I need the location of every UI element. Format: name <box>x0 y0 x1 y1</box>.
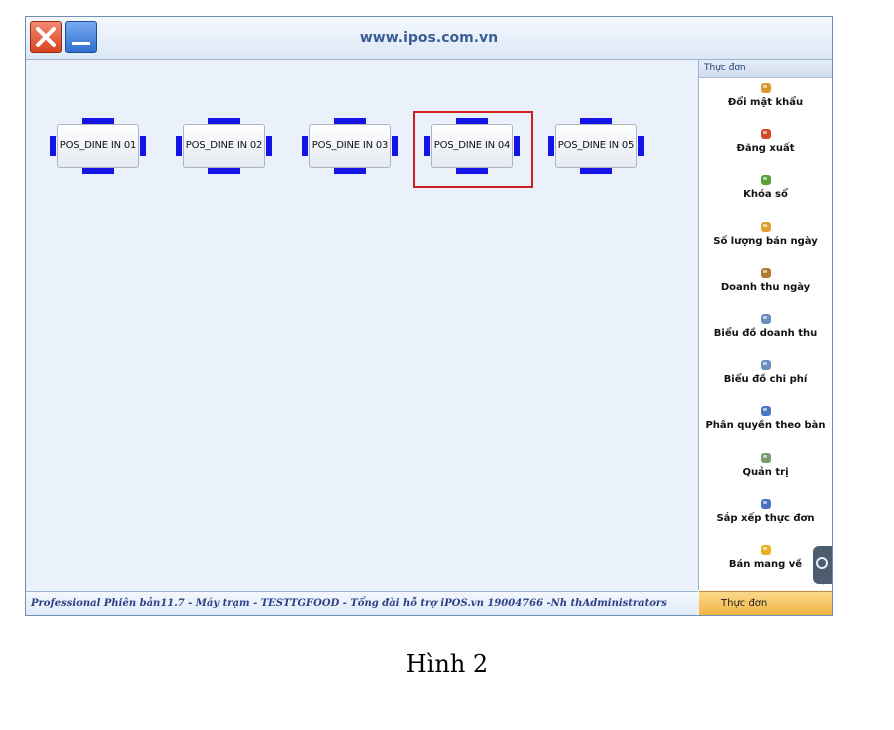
window-title: www.ipos.com.vn <box>359 30 499 46</box>
chair-top <box>456 118 488 124</box>
menu-item-label: Đổi mật khẩu <box>727 97 804 108</box>
table-permission-icon <box>760 406 771 417</box>
daily-revenue-icon <box>760 267 771 278</box>
chair-left <box>302 136 308 156</box>
chair-bottom <box>456 168 488 174</box>
menu-item[interactable]: Bán mang về <box>699 544 832 586</box>
cost-chart-icon <box>760 360 771 371</box>
chair-left <box>548 136 554 156</box>
menu-item[interactable]: Biểu đồ chi phí <box>699 359 832 401</box>
menu-item-label: Số lượng bán ngày <box>713 235 818 247</box>
menu-item-label: Sắp xếp thực đơn <box>716 512 815 524</box>
chair-right <box>140 136 146 156</box>
app-window: www.ipos.com.vn POS_DINE IN 01 POS_DINE … <box>25 16 833 616</box>
status-bar: Professional Phiên bản11.7 - Máy trạm - … <box>26 591 698 615</box>
chair-right <box>392 136 398 156</box>
daily-quantity-icon <box>760 221 771 232</box>
menu-item-label: Biểu đồ doanh thu <box>713 327 818 339</box>
menu-item-label: Đăng xuất <box>736 143 795 155</box>
menu-item-label: Biểu đồ chi phí <box>723 374 808 386</box>
chair-left <box>176 136 182 156</box>
menu-item[interactable]: Biểu đồ doanh thu <box>699 313 832 355</box>
table-pos-dine-in-04[interactable]: POS_DINE IN 04 <box>424 118 520 174</box>
chair-bottom <box>82 168 114 174</box>
revenue-chart-icon <box>760 313 771 324</box>
lock-book-icon <box>760 175 771 186</box>
minimize-icon <box>72 42 90 45</box>
menu-item-label: Phân quyền theo bàn <box>705 420 826 432</box>
selected-table-highlight <box>413 111 533 188</box>
menu-item-label: Doanh thu ngày <box>720 281 811 293</box>
chair-top <box>580 118 612 124</box>
chair-top <box>334 118 366 124</box>
menu-item[interactable]: Quản trị <box>699 452 832 494</box>
menu-item[interactable]: Khóa sổ <box>699 174 832 216</box>
menu-item[interactable]: Doanh thu ngày <box>699 267 832 309</box>
figure-caption: Hình 2 <box>405 650 489 678</box>
menu-tab[interactable]: Thực đơn <box>699 591 832 615</box>
menu-item-label: Khóa sổ <box>743 189 788 201</box>
table-pos-dine-in-05[interactable]: POS_DINE IN 05 <box>548 118 644 174</box>
menu-item[interactable]: Sắp xếp thực đơn <box>699 498 832 540</box>
menu-item[interactable]: Đăng xuất <box>699 128 832 170</box>
status-text: Professional Phiên bản11.7 - Máy trạm - … <box>31 598 667 609</box>
close-button[interactable] <box>30 21 62 53</box>
chair-right <box>514 136 520 156</box>
menu-header: Thực đơn <box>699 60 832 78</box>
table-label: POS_DINE IN 05 <box>555 124 637 168</box>
table-layout-area: POS_DINE IN 01 POS_DINE IN 02 POS_DINE I… <box>26 60 699 590</box>
takeaway-icon <box>760 544 771 555</box>
table-pos-dine-in-02[interactable]: POS_DINE IN 02 <box>176 118 272 174</box>
menu-item[interactable]: Phân quyền theo bàn <box>699 405 832 447</box>
table-label: POS_DINE IN 03 <box>309 124 391 168</box>
arrange-menu-icon <box>760 498 771 509</box>
chair-left <box>50 136 56 156</box>
table-pos-dine-in-03[interactable]: POS_DINE IN 03 <box>302 118 398 174</box>
remote-support-icon <box>816 557 828 569</box>
chair-top <box>208 118 240 124</box>
chair-left <box>424 136 430 156</box>
chair-bottom <box>580 168 612 174</box>
table-label: POS_DINE IN 01 <box>57 124 139 168</box>
admin-icon <box>760 452 771 463</box>
table-label: POS_DINE IN 02 <box>183 124 265 168</box>
remote-support-tab[interactable] <box>813 546 832 584</box>
minimize-button[interactable] <box>65 21 97 53</box>
close-icon <box>36 27 56 47</box>
change-password-icon <box>760 83 771 93</box>
table-label: POS_DINE IN 04 <box>431 124 513 168</box>
menu-item-label: Bán mang về <box>728 558 803 570</box>
title-bar: www.ipos.com.vn <box>26 17 832 60</box>
logout-icon <box>760 129 771 140</box>
chair-right <box>266 136 272 156</box>
chair-bottom <box>208 168 240 174</box>
menu-item[interactable]: Đổi mật khẩu <box>699 82 832 124</box>
menu-item-label: Quản trị <box>742 466 789 478</box>
table-pos-dine-in-01[interactable]: POS_DINE IN 01 <box>50 118 146 174</box>
chair-bottom <box>334 168 366 174</box>
chair-right <box>638 136 644 156</box>
chair-top <box>82 118 114 124</box>
menu-item[interactable]: Số lượng bán ngày <box>699 221 832 263</box>
